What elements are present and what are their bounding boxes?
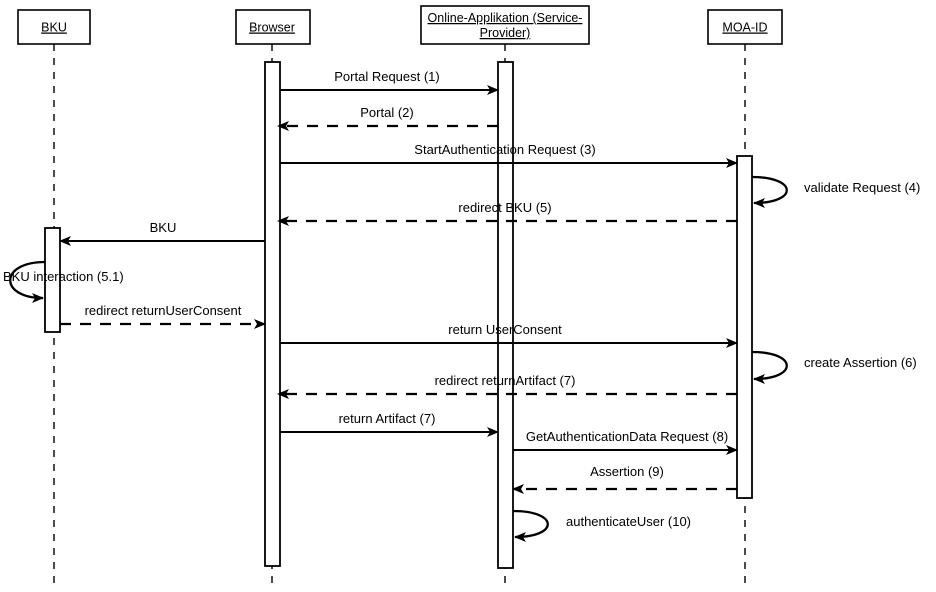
message-label-7: return UserConsent [448,322,562,337]
message-label-51: BKU [150,220,177,235]
message-label-3: StartAuthentication Request (3) [414,142,595,157]
participant-label-oa: Online-Applikation (Service- [428,11,583,25]
activation-bar-bku [44,227,61,333]
message-label-11: GetAuthenticationData Request (8) [526,429,728,444]
participant-box-moaid[interactable] [707,9,783,45]
self-message-arrow-8 [751,350,788,384]
message-label-8: create Assertion (6) [804,355,917,370]
self-message-arrow-52 [9,260,46,303]
message-label-4: validate Request (4) [804,180,920,195]
message-label-52: BKU interaction (5.1) [3,269,124,284]
participant-label-browser: Browser [249,21,295,35]
message-label-1: Portal Request (1) [334,69,440,84]
message-label-9: redirect returnArtifact (7) [435,373,576,388]
activation-bar-browser [264,61,281,567]
participant-headers-group: BKU Browser Online-Applikation (Service-Pr… [17,5,783,45]
message-label-13: authenticateUser (10) [566,514,691,529]
activation-bar-oa [497,61,514,569]
message-label-5: redirect BKU (5) [458,200,551,215]
activations-group [44,61,753,569]
message-label-2: Portal (2) [360,105,413,120]
message-label-10: return Artifact (7) [339,411,436,426]
messages-group: Portal Request (1) Portal (2) StartAuthent… [3,69,920,542]
participant-label-moaid: MOA-ID [722,21,767,35]
message-label-6: redirect returnUserConsent [85,303,242,318]
activation-bar-moaid [736,155,753,499]
participant-box-browser[interactable] [235,9,311,45]
participant-box-oa[interactable] [420,5,590,45]
self-message-arrow-4 [751,175,788,208]
participant-box-bku[interactable] [17,9,91,45]
participant-label-bku: BKU [41,21,67,35]
participant-label-oa: Provider) [480,26,531,40]
message-label-12: Assertion (9) [590,464,664,479]
self-message-arrow-13 [512,509,549,542]
